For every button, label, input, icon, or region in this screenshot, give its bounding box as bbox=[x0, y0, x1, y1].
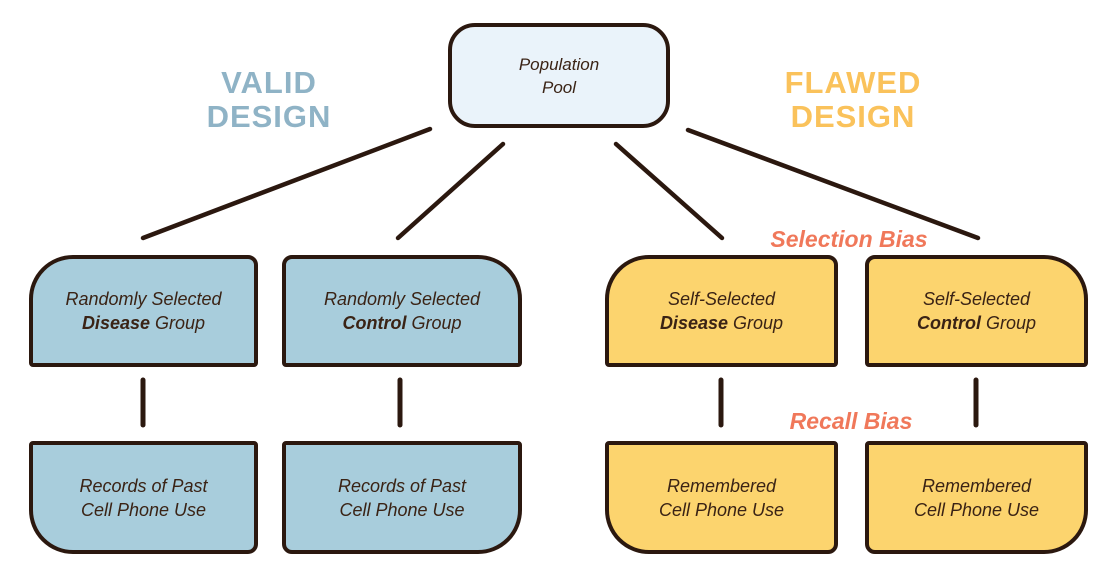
flawed-disease-remembered-box: Remembered Cell Phone Use bbox=[605, 441, 838, 554]
flawed-control-line1: Self-Selected bbox=[922, 289, 1031, 309]
flawed-disease-line2: Disease Group bbox=[660, 311, 783, 335]
valid-control-records-line2: Cell Phone Use bbox=[339, 499, 465, 520]
flawed-control-line2: Control Group bbox=[917, 311, 1036, 335]
recall-bias-label: Recall Bias bbox=[789, 408, 913, 434]
flawed-disease-keyword: Disease bbox=[659, 313, 728, 333]
flawed-control-keyword: Control bbox=[916, 313, 981, 333]
flawed-control-group-box: Self-Selected Control Group bbox=[865, 255, 1088, 367]
flawed-control-rest: Group bbox=[985, 313, 1037, 333]
flawed-disease-group-box: Self-Selected Disease Group bbox=[605, 255, 838, 367]
valid-design-heading: VALID DESIGN bbox=[169, 66, 369, 134]
flawed-control-remembered-box: Remembered Cell Phone Use bbox=[865, 441, 1088, 554]
valid-control-line1: Randomly Selected bbox=[323, 289, 481, 309]
valid-disease-line1: Randomly Selected bbox=[65, 289, 222, 309]
valid-design-line1: VALID bbox=[221, 65, 317, 100]
flawed-design-heading: FLAWED DESIGN bbox=[753, 66, 953, 134]
flawed-control-remembered-line1: Remembered bbox=[921, 475, 1032, 496]
valid-disease-group-box: Randomly Selected Disease Group bbox=[29, 255, 258, 367]
selection-bias-label: Selection Bias bbox=[770, 226, 928, 252]
flawed-disease-remembered-line1: Remembered bbox=[666, 475, 777, 496]
branch-line-valid-control bbox=[395, 141, 506, 241]
branch-line-flawed-disease bbox=[613, 141, 725, 241]
valid-control-group-box: Randomly Selected Control Group bbox=[282, 255, 522, 367]
population-pool-box: Population Pool bbox=[448, 23, 670, 128]
valid-disease-records-line1: Records of Past bbox=[79, 475, 208, 496]
valid-control-records-line1: Records of Past bbox=[337, 475, 467, 496]
flawed-disease-line1: Self-Selected bbox=[667, 289, 776, 309]
valid-disease-records-line2: Cell Phone Use bbox=[80, 499, 207, 520]
valid-disease-keyword: Disease bbox=[81, 313, 150, 333]
valid-control-keyword: Control bbox=[342, 313, 407, 333]
flawed-disease-rest: Group bbox=[733, 313, 784, 333]
pool-line2: Pool bbox=[541, 77, 577, 97]
valid-disease-line2: Disease Group bbox=[82, 311, 205, 335]
valid-design-line2: DESIGN bbox=[206, 99, 332, 134]
flawed-disease-remembered-line2: Cell Phone Use bbox=[658, 499, 785, 520]
valid-control-records-box: Records of Past Cell Phone Use bbox=[282, 441, 522, 554]
valid-control-rest: Group bbox=[411, 313, 462, 333]
branch-line-valid-disease bbox=[140, 126, 433, 241]
valid-control-line2: Control Group bbox=[342, 311, 461, 335]
branch-line-flawed-control bbox=[685, 127, 981, 241]
pool-line1: Population bbox=[518, 54, 600, 74]
flawed-design-line1: FLAWED bbox=[784, 65, 922, 100]
flawed-design-line2: DESIGN bbox=[790, 99, 916, 134]
flawed-control-remembered-line2: Cell Phone Use bbox=[913, 499, 1040, 520]
valid-disease-rest: Group bbox=[155, 313, 206, 333]
valid-disease-records-box: Records of Past Cell Phone Use bbox=[29, 441, 258, 554]
